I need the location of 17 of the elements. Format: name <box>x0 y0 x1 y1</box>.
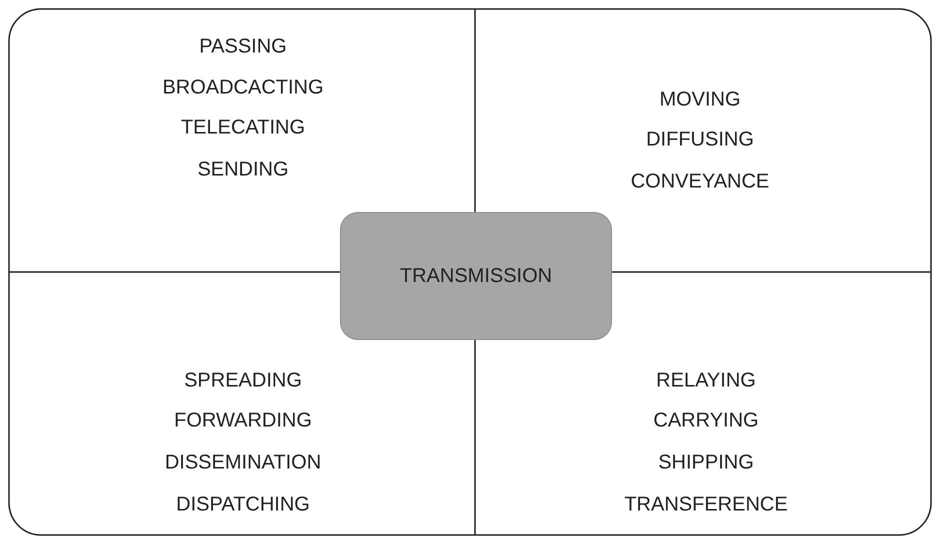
term-label: DISPATCHING <box>176 494 310 516</box>
term-label: BROADCACTING <box>162 76 324 100</box>
term-label: DIFFUSING <box>646 128 754 152</box>
term-label: SHIPPING <box>658 452 754 474</box>
term-label: TELECATING <box>180 116 306 140</box>
term-label: FORWARDING <box>174 410 312 432</box>
term-label: CONVEYANCE <box>630 170 770 194</box>
center-label: TRANSMISSION <box>400 264 552 288</box>
term-label: DISSEMINATION <box>164 452 322 474</box>
term-label: PASSING <box>199 36 287 58</box>
term-label: SENDING <box>197 158 289 182</box>
term-label: MOVING <box>659 88 741 112</box>
term-label: CARRYING <box>653 410 759 432</box>
center-box <box>340 212 612 340</box>
term-label: SPREADING <box>184 370 302 392</box>
term-label: TRANSFERENCE <box>624 494 788 516</box>
term-label: RELAYING <box>656 370 756 392</box>
